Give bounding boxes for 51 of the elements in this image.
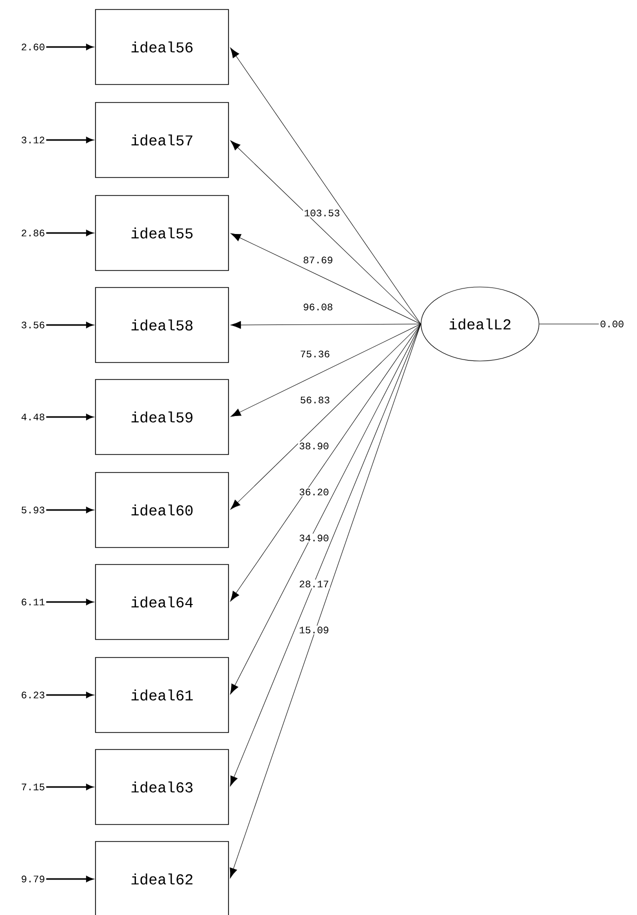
error-value: 0.00 bbox=[600, 320, 624, 328]
error-value: 3.56 bbox=[22, 322, 44, 328]
error-arrow bbox=[46, 414, 94, 420]
error-value: 2.86 bbox=[22, 230, 44, 236]
edge-label: 103.53 bbox=[303, 208, 341, 218]
edge-label: 56.83 bbox=[299, 396, 331, 404]
edge-label: 36.20 bbox=[298, 488, 330, 496]
edge-label: 15.09 bbox=[298, 626, 330, 634]
error-value: 6.23 bbox=[22, 692, 44, 698]
error-arrow bbox=[46, 322, 94, 328]
variable-box: ideal57 bbox=[95, 102, 229, 178]
loading-arrow bbox=[230, 321, 421, 329]
error-value: 5.93 bbox=[22, 506, 44, 514]
error-value: 2.60 bbox=[22, 44, 44, 50]
edge-label: 38.90 bbox=[298, 442, 330, 450]
variable-box: ideal58 bbox=[95, 287, 229, 363]
loading-arrow bbox=[230, 324, 421, 786]
loading-arrow bbox=[230, 324, 421, 878]
error-value: 9.79 bbox=[22, 876, 44, 882]
variable-box: ideal61 bbox=[95, 657, 229, 733]
edge-label: 87.69 bbox=[302, 256, 334, 264]
error-arrow bbox=[46, 137, 94, 143]
error-value: 7.15 bbox=[22, 784, 44, 790]
variable-box: ideal59 bbox=[95, 379, 229, 455]
error-value: 4.48 bbox=[22, 414, 44, 420]
error-arrow bbox=[46, 876, 94, 882]
loading-arrow bbox=[230, 324, 421, 510]
variable-box: ideal63 bbox=[95, 749, 229, 825]
error-value: 6.11 bbox=[22, 598, 45, 606]
error-arrow bbox=[46, 692, 94, 698]
variable-box: ideal55 bbox=[95, 195, 229, 271]
loading-arrow bbox=[230, 140, 421, 324]
error-arrow bbox=[46, 44, 94, 50]
loading-arrow bbox=[230, 324, 421, 417]
variable-box: ideal56 bbox=[95, 9, 229, 85]
error-value: 3.12 bbox=[22, 136, 44, 144]
edge-label: 34.90 bbox=[298, 534, 330, 542]
error-arrow bbox=[46, 784, 94, 790]
error-arrow bbox=[46, 599, 94, 605]
error-arrow bbox=[46, 507, 94, 513]
loading-arrow bbox=[230, 48, 421, 324]
edge-label: 28.17 bbox=[298, 580, 330, 588]
loading-arrow bbox=[230, 324, 421, 694]
edge-label: 96.08 bbox=[302, 302, 334, 312]
error-arrow bbox=[46, 230, 94, 236]
loading-arrow bbox=[230, 233, 421, 324]
loading-arrow bbox=[230, 324, 421, 602]
edge-label: 75.36 bbox=[299, 350, 331, 358]
variable-box: ideal60 bbox=[95, 472, 229, 548]
variable-box: ideal64 bbox=[95, 564, 229, 640]
variable-box: ideal62 bbox=[95, 841, 229, 915]
